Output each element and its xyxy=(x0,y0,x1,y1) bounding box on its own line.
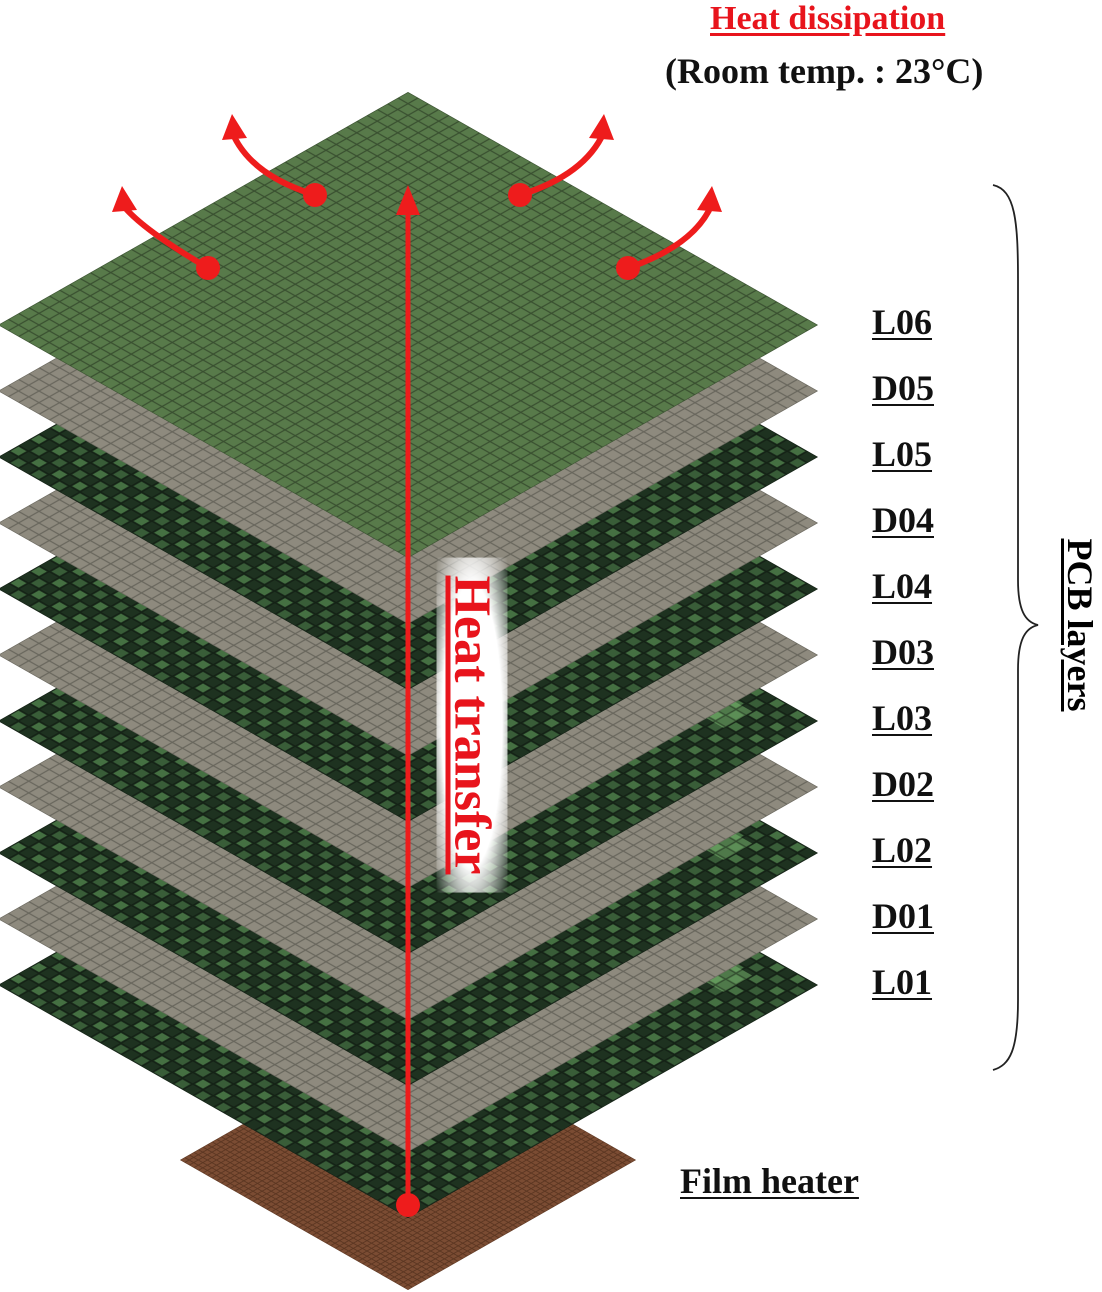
arrow-head-icon xyxy=(112,186,137,212)
dissipation-point xyxy=(616,256,640,280)
heat-dissipation-title: Heat dissipation xyxy=(710,0,946,37)
layer-label-d01: D01 xyxy=(872,896,934,936)
room-temp-label: (Room temp. : 23°C) xyxy=(665,51,984,91)
pcb-layers-brace xyxy=(992,184,1039,1071)
arrow-head-icon xyxy=(697,186,722,212)
heat-transfer-label: Heat transfer xyxy=(436,557,508,893)
arrow-head-icon xyxy=(589,114,614,140)
dissipation-arrow xyxy=(229,130,316,198)
layer-label-l03: L03 xyxy=(872,698,933,738)
layer-label-d04: D04 xyxy=(872,500,934,540)
layer-label-l01: L01 xyxy=(872,962,933,1002)
layer-label-l06: L06 xyxy=(872,302,933,342)
arrow-head-icon xyxy=(396,185,420,215)
dissipation-point xyxy=(196,256,220,280)
layer-label-d05: D05 xyxy=(872,368,934,408)
film-heater-label: Film heater xyxy=(680,1161,859,1201)
heat-source-dot xyxy=(396,1193,420,1217)
dissipation-point xyxy=(508,183,532,207)
layer-label-l02: L02 xyxy=(872,830,933,870)
arrow-head-icon xyxy=(222,114,247,140)
layer-label-l05: L05 xyxy=(872,434,933,474)
pcb-layers-label: PCB layers xyxy=(1060,538,1100,712)
layer-label-d03: D03 xyxy=(872,632,934,672)
dissipation-arrow xyxy=(519,130,607,198)
layer-label-d02: D02 xyxy=(872,764,934,804)
dissipation-arrow xyxy=(627,202,715,271)
layer-label-l04: L04 xyxy=(872,566,933,606)
dissipation-point xyxy=(303,183,327,207)
